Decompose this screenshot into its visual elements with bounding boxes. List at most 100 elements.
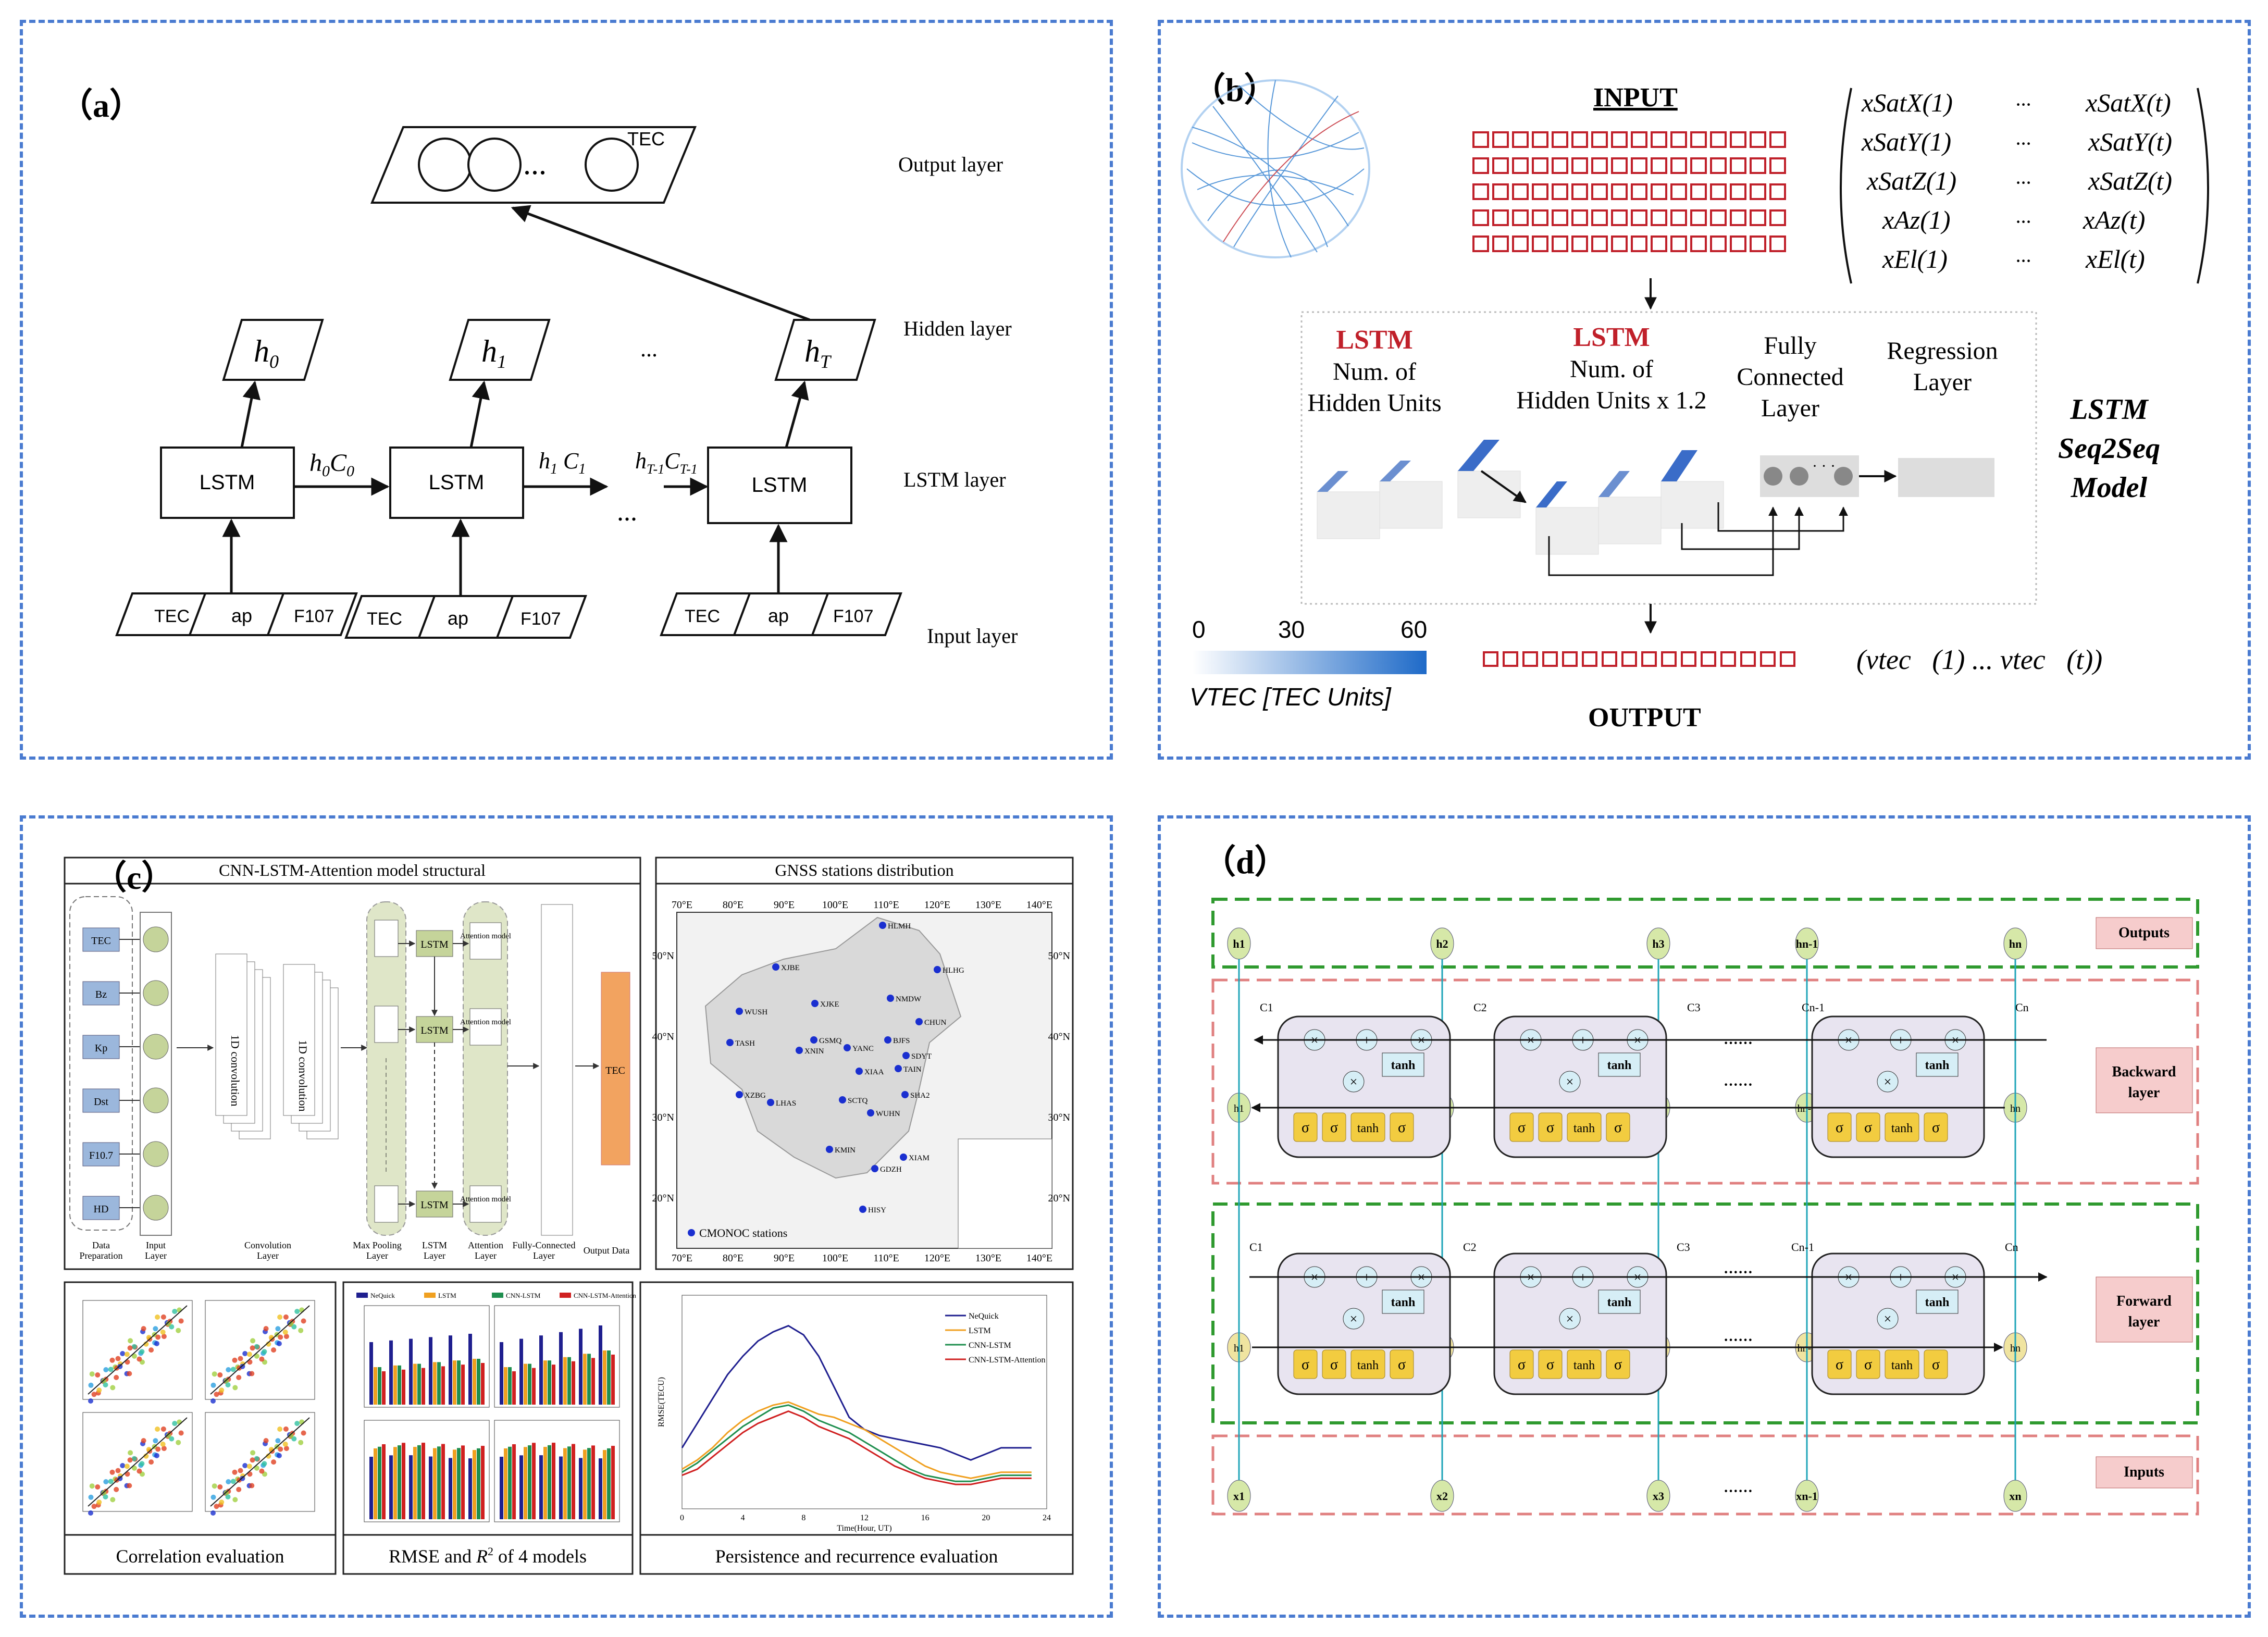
gate-label: tanh <box>1891 1359 1913 1372</box>
station-label: GSMQ <box>819 1037 842 1045</box>
scatter-point <box>262 1349 267 1355</box>
input-cell <box>1631 183 1647 200</box>
scatter-point <box>283 1426 289 1432</box>
hidden-ellipsis: ... <box>640 336 658 362</box>
station-marker <box>900 1154 907 1161</box>
conv-text: 1D convolution <box>296 1040 309 1112</box>
input-cell <box>1730 157 1746 174</box>
bar <box>539 1335 543 1405</box>
scatter-point <box>299 1419 305 1425</box>
scatter-point <box>226 1367 231 1372</box>
bar <box>611 1446 615 1519</box>
bar <box>369 1342 373 1405</box>
gate-label: tanh <box>1573 1359 1595 1372</box>
outputs-label: Outputs <box>2118 925 2170 941</box>
map-lat-tick: 40°N <box>652 1031 674 1043</box>
stage-label: Layer <box>475 1250 497 1261</box>
bar <box>579 1329 583 1405</box>
scatter-point <box>95 1372 101 1378</box>
bar <box>422 1368 425 1405</box>
map-lat-tick: 30°N <box>652 1112 674 1123</box>
input-node-label: x2 <box>1436 1490 1448 1503</box>
tanh-label: tanh <box>1925 1296 1950 1309</box>
input-cell <box>1750 157 1766 174</box>
scatter-point <box>254 1456 259 1461</box>
lstm1-desc-line1: Num. of <box>1333 358 1416 386</box>
bar <box>481 1446 485 1519</box>
lstm-layer-label: LSTM layer <box>903 468 1006 491</box>
connector <box>1717 502 1848 532</box>
tanh-box <box>1916 1052 1959 1077</box>
input-cell <box>1651 235 1667 252</box>
station-label: WUSH <box>745 1008 767 1016</box>
bar <box>433 1448 437 1519</box>
hidden-state-hT <box>774 319 876 381</box>
series-line <box>681 1410 1032 1485</box>
scatter-point <box>109 1469 115 1475</box>
reference-line <box>210 1305 310 1395</box>
map-lon-tick: 90°E <box>774 1252 795 1264</box>
arrow <box>240 380 261 448</box>
input-cell <box>1730 209 1746 226</box>
scatter-point <box>283 1314 289 1320</box>
matrix-cell: xSatY(1) <box>1861 127 1951 156</box>
map-lon-tick: 110°E <box>873 1252 899 1264</box>
tanh-box <box>1916 1289 1959 1314</box>
scatter-point <box>249 1371 255 1376</box>
map-lon-tick: 120°E <box>924 1252 950 1264</box>
scatter-point <box>276 1453 282 1458</box>
backward-band <box>1211 978 2199 1185</box>
bar <box>473 1450 476 1519</box>
stage-label: Output Data <box>584 1245 629 1256</box>
correlation-title: Correlation evaluation <box>116 1546 284 1567</box>
input-cell <box>1472 235 1489 252</box>
scatter-point <box>276 1341 282 1346</box>
op-symbol: × <box>1884 1074 1892 1089</box>
scatter-point <box>262 1461 267 1467</box>
scatter-point <box>127 1345 133 1351</box>
scatter-point <box>120 1351 126 1356</box>
gate-box <box>1509 1112 1534 1142</box>
scatter-point <box>294 1309 300 1314</box>
bar <box>453 1360 456 1405</box>
input-node-label: x1 <box>1233 1490 1245 1503</box>
output-box <box>601 972 630 1165</box>
bar <box>532 1443 536 1519</box>
input-group-3: TEC ap F107 <box>660 592 902 636</box>
input-cell <box>1591 131 1608 148</box>
scatter-point <box>110 1385 116 1391</box>
backward-label-line2: layer <box>2128 1085 2160 1101</box>
forward-c-label: C1 <box>1249 1241 1263 1254</box>
input-cell <box>1552 235 1568 252</box>
input-cell <box>1670 183 1687 200</box>
scatter-point <box>88 1398 93 1404</box>
lstm-ellipsis: ... <box>617 497 637 527</box>
input-cell <box>1769 183 1786 200</box>
scatter-point <box>128 1450 133 1456</box>
map-ticks: 70°E70°E80°E80°E90°E90°E100°E100°E110°E1… <box>652 899 1070 1264</box>
scatter-point <box>89 1371 95 1377</box>
bar <box>563 1448 567 1519</box>
input-cell <box>1670 131 1687 148</box>
output-layer-label: Output layer <box>898 153 1003 176</box>
scatter-point <box>103 1494 108 1499</box>
scatter-point <box>232 1497 238 1503</box>
gate-box <box>1924 1349 1948 1379</box>
lstm-cell-1 <box>160 447 295 519</box>
input-node-label: xn-1 <box>1796 1490 1818 1503</box>
scatter-point <box>153 1326 158 1332</box>
hidden-state-h0 <box>222 319 324 381</box>
scatter-point <box>120 1463 126 1468</box>
bar <box>461 1365 465 1405</box>
y-axis-label: RMSE(TECU) <box>657 1377 666 1427</box>
scatter-point <box>232 1469 238 1475</box>
input-cell <box>1552 131 1568 148</box>
input-cell <box>1611 131 1628 148</box>
scatter-point <box>226 1479 231 1484</box>
input-cell <box>1512 157 1529 174</box>
station-marker <box>736 1008 743 1015</box>
scatter-point <box>110 1497 116 1503</box>
bar <box>449 1458 452 1519</box>
feature-box <box>82 1088 120 1113</box>
station-marker <box>879 922 886 929</box>
